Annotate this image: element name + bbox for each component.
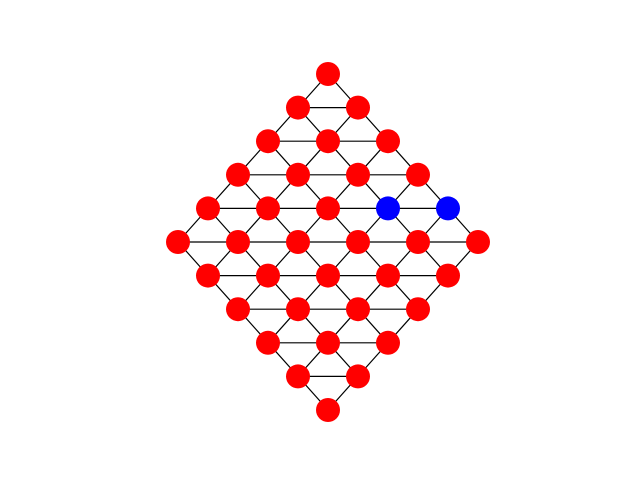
graph-node xyxy=(226,230,250,254)
graph-node xyxy=(436,263,460,288)
graph-node xyxy=(286,297,310,322)
graph-node xyxy=(256,263,280,288)
graph-node xyxy=(376,263,400,288)
graph-node xyxy=(346,162,370,187)
graph-node xyxy=(346,95,370,120)
graph-node xyxy=(406,230,430,254)
graph-node xyxy=(166,230,190,254)
graph-node xyxy=(196,196,220,221)
graph-node xyxy=(376,330,400,355)
graph-node xyxy=(286,162,310,187)
graph-node xyxy=(256,330,280,355)
graph-node xyxy=(316,129,340,154)
graph-node xyxy=(286,364,310,389)
graph-node-highlighted xyxy=(436,196,460,221)
graph-node xyxy=(316,263,340,288)
graph-node xyxy=(406,162,430,187)
graph-node xyxy=(316,398,340,422)
graph-node xyxy=(256,196,280,221)
graph-node xyxy=(346,364,370,389)
graph-node xyxy=(196,263,220,288)
graph-node xyxy=(406,297,430,322)
graph-node xyxy=(346,230,370,254)
edges-group xyxy=(177,73,479,411)
graph-node xyxy=(316,62,340,86)
graph-node xyxy=(226,297,250,322)
graph-node xyxy=(346,297,370,322)
graph-node xyxy=(316,330,340,355)
graph-node xyxy=(316,196,340,221)
graph-node xyxy=(376,129,400,154)
graph-node xyxy=(286,95,310,120)
graph-node xyxy=(286,230,310,254)
nodes-group xyxy=(166,62,490,422)
graph-node xyxy=(226,162,250,187)
graph-node-highlighted xyxy=(376,196,400,221)
graph-node xyxy=(256,129,280,154)
graph-node xyxy=(466,230,490,254)
